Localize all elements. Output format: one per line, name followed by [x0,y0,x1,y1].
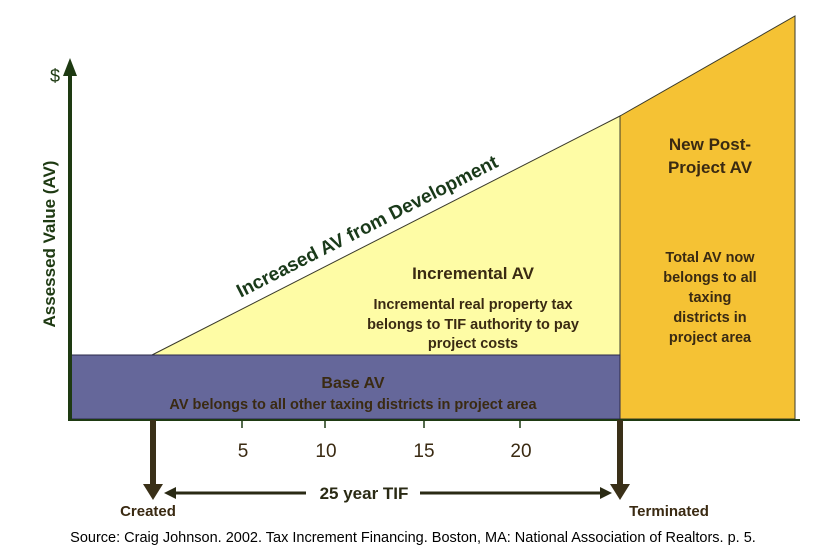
timeline-left-arrow-icon [164,487,176,499]
y-axis-arrow-icon [63,58,77,76]
post-project-av-region [619,15,796,420]
created-arrow-icon [143,484,163,500]
post-line-2: belongs to all [663,270,756,286]
tick-label-10: 10 [315,441,336,462]
post-title-line-1: New Post- [669,135,751,154]
post-line-3: taxing [689,290,732,306]
tick-label-5: 5 [238,441,249,462]
tick-label-20: 20 [510,441,531,462]
y-axis-symbol: $ [50,66,60,86]
timeline-span-label: 25 year TIF [320,484,409,503]
incremental-line-1: Incremental real property tax [373,297,572,313]
base-description: AV belongs to all other taxing districts… [169,397,537,413]
terminated-arrow-shaft [617,420,623,486]
source-citation: Source: Craig Johnson. 2002. Tax Increme… [70,530,756,546]
incremental-line-3: project costs [428,336,518,352]
base-title: Base AV [321,375,384,392]
post-line-5: project area [669,330,752,346]
y-axis-label: Assessed Value (AV) [40,161,59,328]
timeline-right-arrow-icon [600,487,612,499]
created-arrow-shaft [150,420,156,486]
terminated-label: Terminated [629,503,709,520]
post-title-line-2: Project AV [668,158,753,177]
terminated-arrow-icon [610,484,630,500]
post-line-4: districts in [673,310,746,326]
created-label: Created [120,503,176,520]
incremental-line-2: belongs to TIF authority to pay [367,317,579,333]
post-line-1: Total AV now [665,250,755,266]
incremental-title: Incremental AV [412,264,535,283]
tick-label-15: 15 [413,441,434,462]
